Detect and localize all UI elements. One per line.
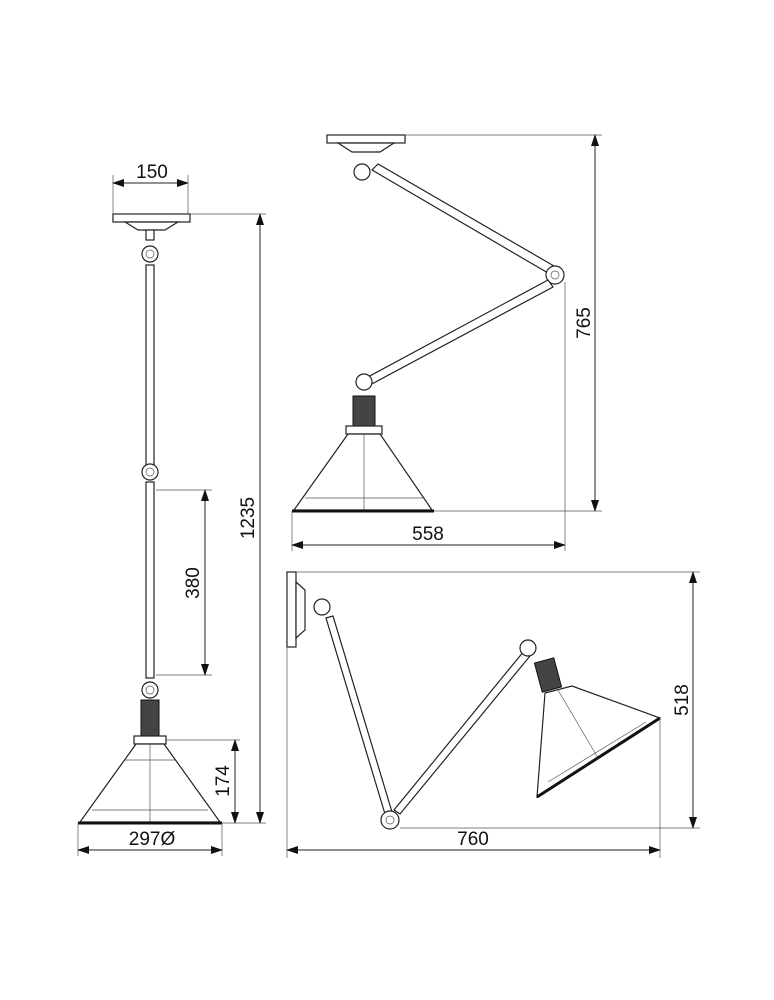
pendant-dimensions: 150 1235 380 174 297Ø xyxy=(77,162,266,856)
pendant-lamp xyxy=(78,213,222,825)
dim-ceiling-reach: 558 xyxy=(412,524,444,545)
dim-shade-diameter: 297Ø xyxy=(129,829,176,850)
wall-arm-dimensions: 518 760 xyxy=(286,571,700,858)
dim-shade-height: 174 xyxy=(213,765,234,797)
dim-total-height: 1235 xyxy=(238,497,259,539)
dim-ceiling-height: 765 xyxy=(574,307,595,339)
dim-wall-height: 518 xyxy=(672,684,693,716)
ceiling-arm-dimensions: 765 558 xyxy=(291,134,602,551)
ceiling-arm-lamp xyxy=(292,134,565,513)
dim-canopy-width: 150 xyxy=(136,162,168,183)
wall-arm-lamp xyxy=(286,571,662,830)
dim-rod-section: 380 xyxy=(183,567,204,599)
dim-wall-reach: 760 xyxy=(457,829,489,850)
